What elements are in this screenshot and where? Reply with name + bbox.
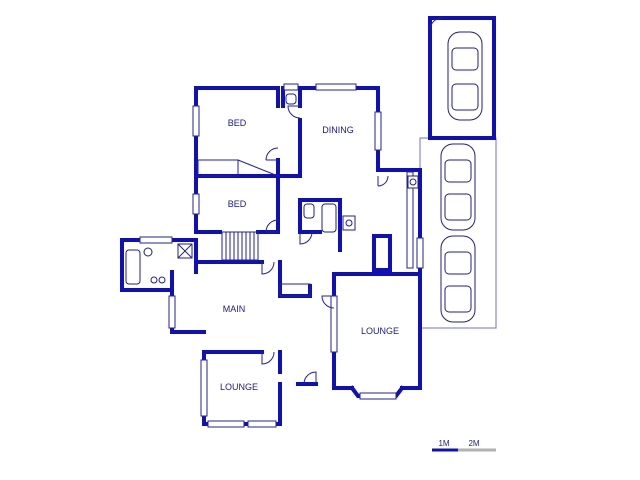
- car-icon: [447, 31, 483, 121]
- cupboards: [197, 159, 311, 297]
- room-label-bed-lower: BED: [228, 199, 247, 209]
- scale-bar: 1M 2M: [432, 439, 496, 452]
- scale-label-1m: 1M: [438, 439, 449, 448]
- car-icon: [440, 143, 476, 231]
- windows: [139, 83, 424, 428]
- bathroom-fixtures: [125, 93, 419, 285]
- room-label-main: MAIN: [223, 304, 246, 314]
- scale-label-2m: 2M: [468, 439, 479, 448]
- room-label-lounge-bottom: LOUNGE: [220, 382, 258, 392]
- room-label-lounge-right: LOUNGE: [361, 326, 399, 336]
- room-label-bed-upper: BED: [228, 118, 247, 128]
- doors: [261, 105, 389, 385]
- room-label-dining: DINING: [322, 125, 354, 135]
- staircase: [221, 231, 259, 261]
- car-icon: [440, 235, 476, 323]
